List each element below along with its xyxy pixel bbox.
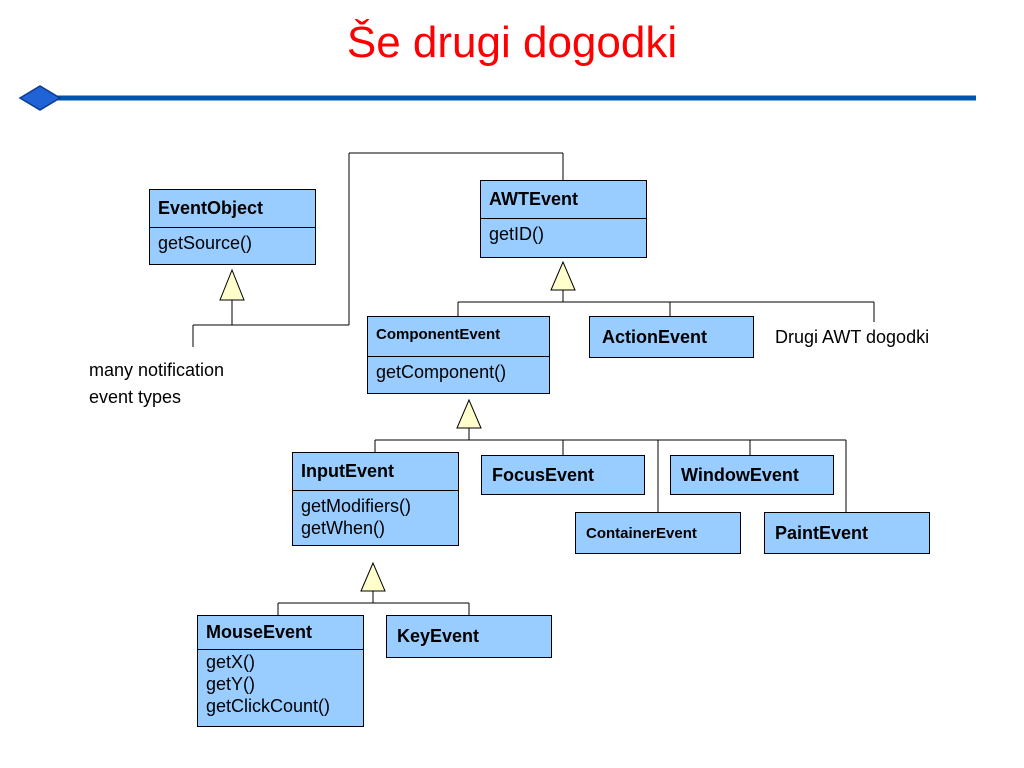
class-name: FocusEvent xyxy=(492,464,595,485)
class-name: ContainerEvent xyxy=(586,524,697,542)
note-other-awt-events: Drugi AWT dogodki xyxy=(775,327,930,347)
class-eventobject: EventObject getSource() xyxy=(149,189,316,265)
class-paintevent: PaintEvent xyxy=(764,512,930,554)
inheritance-arrow-eventobject xyxy=(219,268,245,301)
diamond-icon xyxy=(18,85,62,111)
page-title: Še drugi dogodki xyxy=(346,18,678,67)
note-many-notification-line2: event types xyxy=(89,387,182,407)
title-divider xyxy=(18,85,976,111)
class-name: PaintEvent xyxy=(775,522,869,543)
method-getid: getID() xyxy=(489,224,545,244)
class-name: WindowEvent xyxy=(681,464,799,485)
method-getx: getX() xyxy=(206,652,256,672)
class-name: InputEvent xyxy=(301,461,394,481)
method-getcomponent: getComponent() xyxy=(376,362,507,382)
method-getwhen: getWhen() xyxy=(301,518,386,538)
method-getclickcount: getClickCount() xyxy=(206,696,331,716)
method-getmodifiers: getModifiers() xyxy=(301,496,412,516)
class-focusevent: FocusEvent xyxy=(481,455,645,495)
method-getsource: getSource() xyxy=(158,233,253,253)
class-containerevent: ContainerEvent xyxy=(575,512,741,554)
class-windowevent: WindowEvent xyxy=(670,455,834,495)
class-inputevent: InputEvent getModifiers() getWhen() xyxy=(292,452,459,546)
method-gety: getY() xyxy=(206,674,256,694)
note-many-notification-line1: many notification xyxy=(89,360,225,380)
class-mouseevent: MouseEvent getX() getY() getClickCount() xyxy=(197,615,364,727)
class-awtevent: AWTEvent getID() xyxy=(480,180,647,258)
inheritance-arrow-componentevent xyxy=(456,398,482,429)
class-name: AWTEvent xyxy=(489,189,579,209)
class-name: ComponentEvent xyxy=(376,326,501,343)
inheritance-arrow-awtevent xyxy=(550,260,576,291)
class-name: KeyEvent xyxy=(397,626,480,646)
class-name: ActionEvent xyxy=(602,326,708,347)
class-name: EventObject xyxy=(158,198,264,218)
inheritance-arrow-inputevent xyxy=(360,561,386,592)
class-name: MouseEvent xyxy=(206,622,313,642)
class-keyevent: KeyEvent xyxy=(386,615,552,658)
class-actionevent: ActionEvent xyxy=(589,316,754,358)
class-componentevent: ComponentEvent getComponent() xyxy=(367,316,550,394)
